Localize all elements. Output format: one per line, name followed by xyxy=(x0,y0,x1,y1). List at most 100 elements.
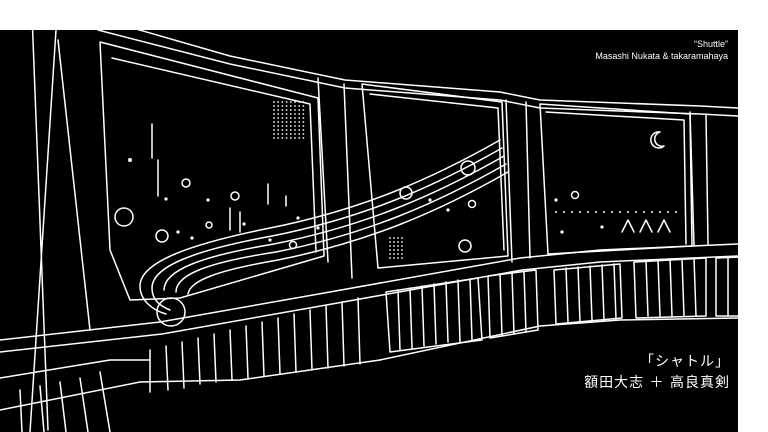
grid-dot xyxy=(389,257,391,259)
grid-dot xyxy=(289,113,292,115)
grid-dot xyxy=(401,237,403,239)
grid-dot xyxy=(285,125,288,127)
circle-7 xyxy=(399,186,413,200)
grid-dot xyxy=(289,101,292,103)
dot xyxy=(164,197,168,201)
black-panel xyxy=(0,30,738,432)
railing-bottom-left xyxy=(0,359,381,411)
grid-dot xyxy=(393,237,395,239)
grid-dot xyxy=(298,101,301,103)
credit-title-en: “Shuttle” xyxy=(693,39,728,49)
grid-dot xyxy=(294,129,296,131)
grid-dot xyxy=(285,121,288,123)
grid-dot xyxy=(389,237,391,239)
grid-dot xyxy=(302,133,305,135)
grid-dot xyxy=(289,133,292,135)
dot xyxy=(316,226,320,230)
window-2-frame xyxy=(361,83,509,269)
grid-dot xyxy=(389,253,391,255)
grid-dot xyxy=(302,109,305,111)
grid-dot xyxy=(281,137,284,139)
grid-dot xyxy=(389,241,391,243)
credits-english: “Shuttle” Masashi Nukata & takaramahaya xyxy=(595,38,728,62)
dot xyxy=(176,230,180,234)
grid-dot xyxy=(277,105,280,107)
grid-dot xyxy=(294,121,296,123)
grid-dot xyxy=(273,109,275,111)
credit-authors-en: Masashi Nukata & takaramahaya xyxy=(595,51,728,61)
grid-dot xyxy=(273,133,275,135)
grid-dot xyxy=(281,133,284,135)
tick-marks xyxy=(151,123,287,233)
dot xyxy=(206,198,210,202)
grid-dot xyxy=(302,117,305,119)
grid-dot xyxy=(579,211,581,213)
trail-line-3 xyxy=(163,155,505,291)
grid-dot xyxy=(281,109,284,111)
grid-dot xyxy=(277,125,280,127)
grid-dot xyxy=(289,129,292,131)
dot xyxy=(428,198,432,202)
grid-dot xyxy=(401,249,403,251)
window-1-frame xyxy=(99,41,325,301)
grid-dot xyxy=(277,121,280,123)
grid-dot xyxy=(285,113,288,115)
pillar-3-right xyxy=(705,113,709,245)
grid-dot xyxy=(393,257,395,259)
circle-shuttle xyxy=(156,297,186,327)
circle-10 xyxy=(570,190,580,200)
grid-dot xyxy=(285,117,288,119)
grid-dot xyxy=(302,105,305,107)
left-column-outer xyxy=(0,0,57,432)
window-1-inner xyxy=(111,57,317,253)
trail-line-1 xyxy=(139,139,501,315)
grid-dot xyxy=(298,129,301,131)
circle-large-1 xyxy=(114,207,134,227)
grid-dot xyxy=(277,133,280,135)
pillar-2-right xyxy=(525,101,531,259)
grid-dot xyxy=(643,211,645,213)
window-2-inner xyxy=(369,93,505,251)
grid-dot xyxy=(555,211,557,213)
baluster-panel-4-bars xyxy=(645,257,697,317)
dot xyxy=(560,230,564,234)
left-column-inner xyxy=(31,13,49,431)
grid-dot xyxy=(294,117,296,119)
grid-dot xyxy=(302,125,305,127)
dot xyxy=(242,222,246,226)
grid-dot xyxy=(277,113,280,115)
grid-dot xyxy=(619,211,621,213)
grid-dot xyxy=(302,101,305,103)
circle-4 xyxy=(230,191,240,201)
pillar-1-right xyxy=(343,83,353,279)
grid-dot xyxy=(294,105,296,107)
grid-dot xyxy=(397,249,399,251)
foreground-bars xyxy=(19,371,111,432)
grid-dot xyxy=(298,133,301,135)
grid-dot xyxy=(294,109,296,111)
grid-dot xyxy=(277,117,280,119)
grid-dot xyxy=(281,117,284,119)
peaks-icon xyxy=(621,219,671,233)
grid-dot xyxy=(294,133,296,135)
grid-dot xyxy=(289,137,292,139)
grid-dot xyxy=(277,137,280,139)
grid-dot xyxy=(294,137,296,139)
grid-dot xyxy=(289,121,292,123)
grid-dot xyxy=(627,211,629,213)
dot xyxy=(554,198,558,202)
grid-dot xyxy=(273,129,275,131)
grid-dot xyxy=(281,121,284,123)
baluster-panel-2 xyxy=(487,269,539,339)
grid-dot xyxy=(289,109,292,111)
grid-dot xyxy=(285,109,288,111)
grid-dot xyxy=(595,211,597,213)
dotted-line-window-3 xyxy=(555,211,677,213)
trail-line-2 xyxy=(151,147,503,311)
grid-dot xyxy=(401,245,403,247)
grid-dot xyxy=(273,117,275,119)
grid-dot xyxy=(302,121,305,123)
grid-dot xyxy=(281,125,284,127)
